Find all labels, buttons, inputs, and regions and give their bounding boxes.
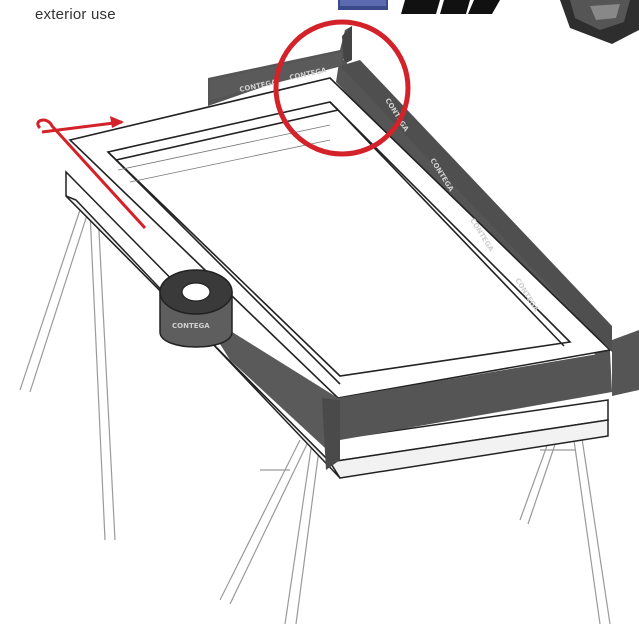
- front-tape: [200, 312, 639, 470]
- tape-roll-photo-fragment: [560, 0, 639, 44]
- top-logo-fragment: [338, 0, 500, 14]
- red-highlight-circle: [273, 19, 411, 157]
- red-pull-arrow-icon: [36, 116, 147, 230]
- caption-text: exterior use: [35, 6, 116, 23]
- frame-top: [68, 77, 612, 399]
- tape-roll: CONTEGA: [159, 269, 233, 348]
- sawhorse-front: [219, 409, 611, 624]
- tape-brand-text: CONTEGA: [172, 322, 210, 330]
